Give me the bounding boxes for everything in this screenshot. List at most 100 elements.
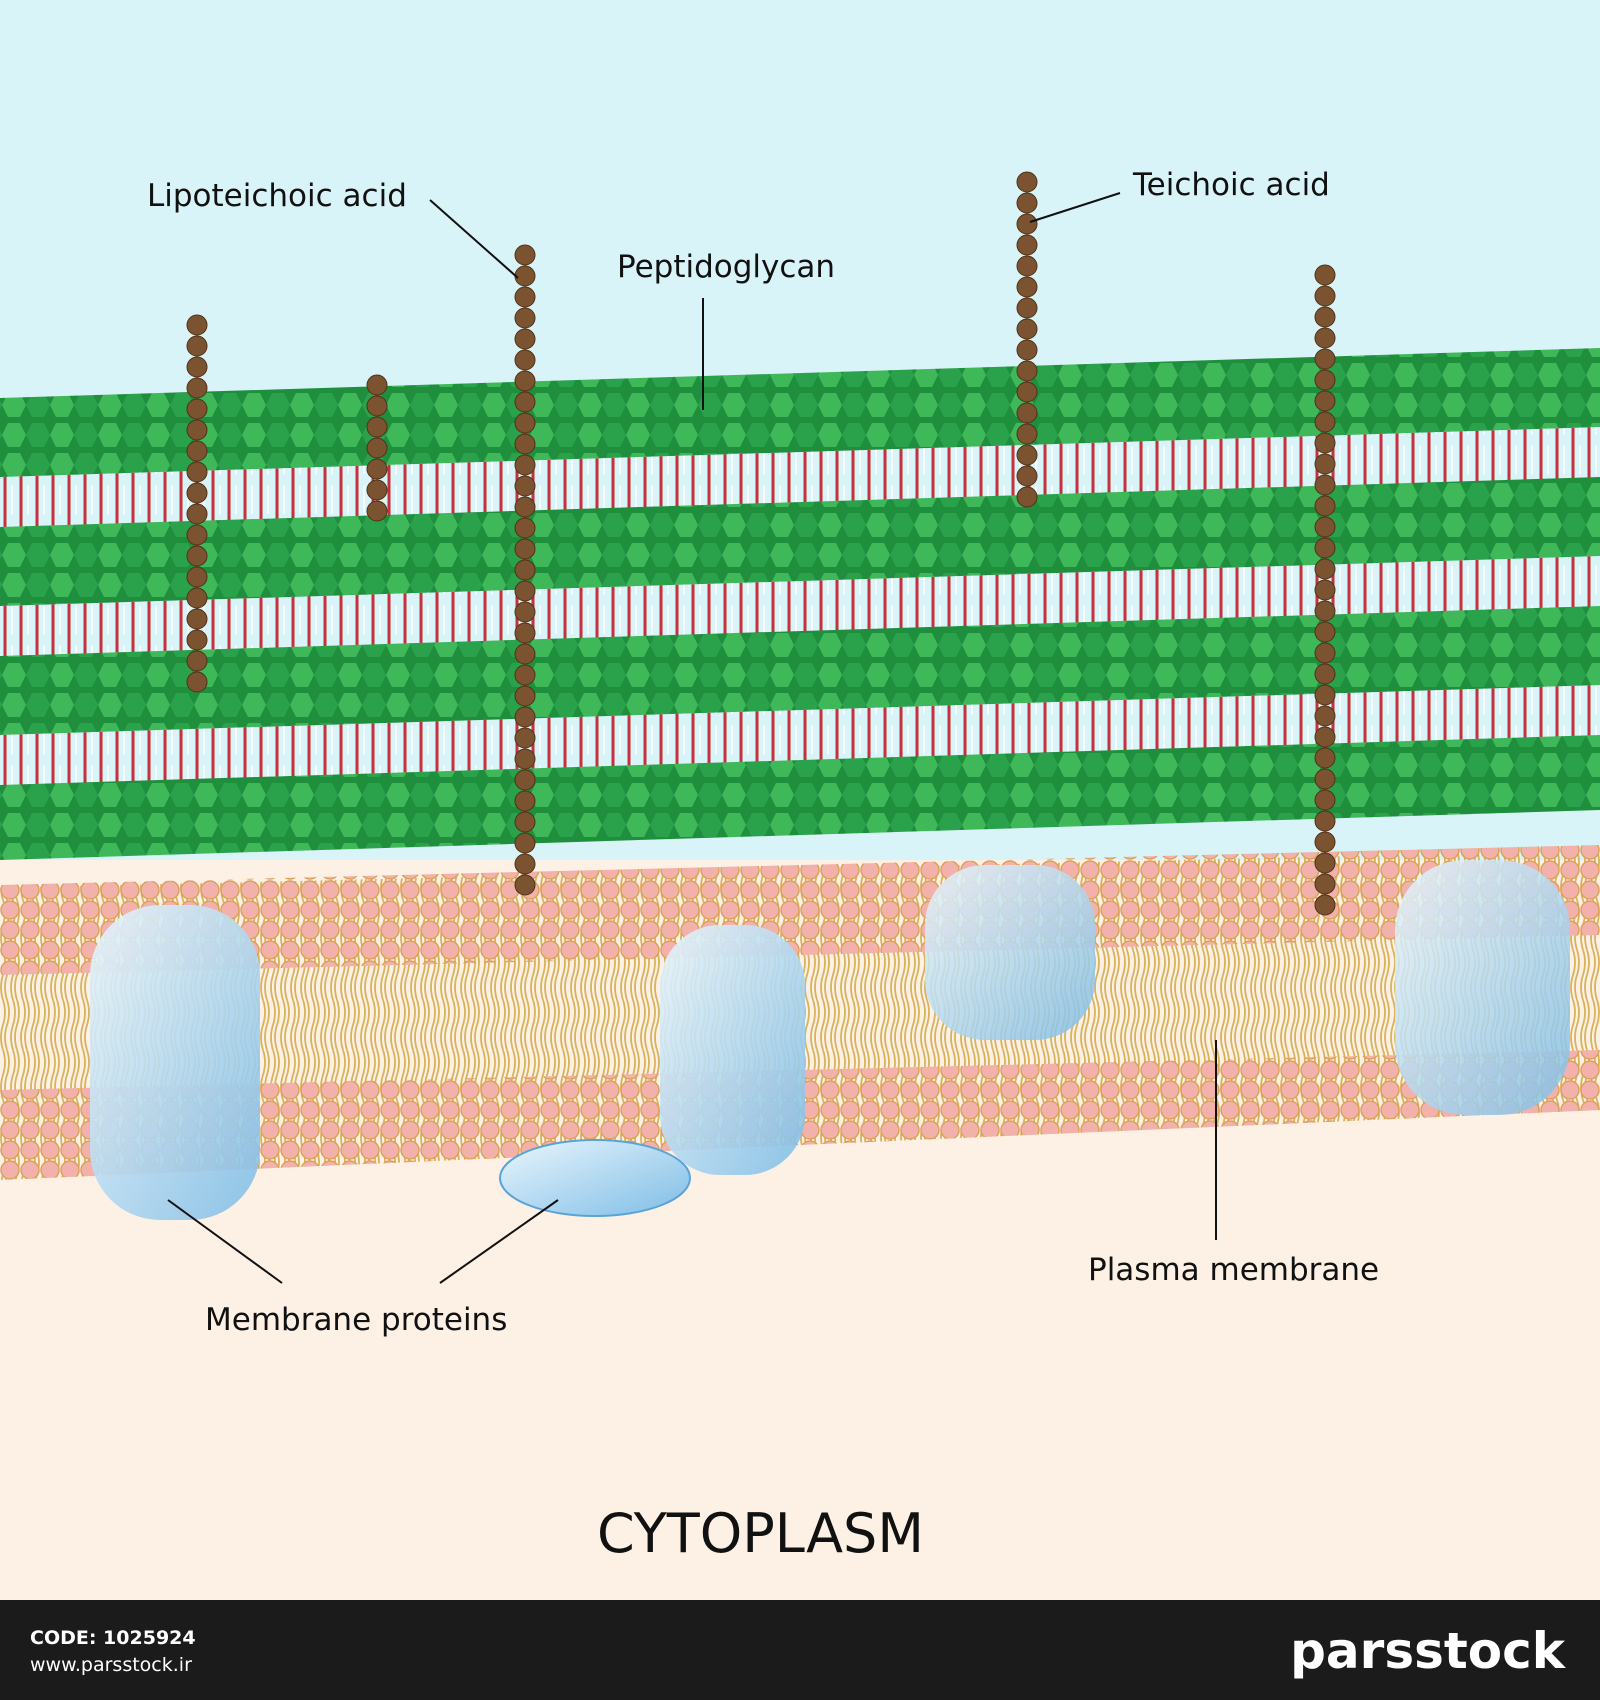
teichoic-bead — [1314, 516, 1336, 538]
leader-protein-left — [167, 1199, 283, 1284]
teichoic-bead — [186, 587, 208, 609]
glycan-strand — [0, 477, 1600, 606]
teichoic-bead — [366, 395, 388, 417]
teichoic-bead — [1314, 894, 1336, 916]
teichoic-bead — [366, 479, 388, 501]
teichoic-bead — [514, 727, 536, 749]
teichoic-bead — [1314, 621, 1336, 643]
teichoic-bead — [514, 286, 536, 308]
teichoic-bead — [514, 643, 536, 665]
teichoic-bead — [186, 377, 208, 399]
label-plasma-membrane: Plasma membrane — [1088, 1252, 1379, 1288]
teichoic-bead — [1314, 348, 1336, 370]
teichoic-bead — [186, 335, 208, 357]
teichoic-bead — [1016, 318, 1038, 340]
teichoic-bead — [514, 328, 536, 350]
teichoic-bead — [1314, 642, 1336, 664]
teichoic-bead — [514, 559, 536, 581]
teichoic-bead — [186, 629, 208, 651]
teichoic-bead — [514, 244, 536, 266]
glycan-strand — [0, 348, 1600, 477]
teichoic-bead — [1314, 264, 1336, 286]
teichoic-bead — [514, 412, 536, 434]
teichoic-bead — [1314, 306, 1336, 328]
teichoic-bead — [514, 853, 536, 875]
membrane-protein — [925, 865, 1095, 1040]
teichoic-bead — [514, 517, 536, 539]
teichoic-bead — [1314, 537, 1336, 559]
glycan-strand — [0, 606, 1600, 735]
teichoic-bead — [514, 664, 536, 686]
footer-code: CODE: 1025924 — [30, 1627, 196, 1649]
teichoic-bead — [1016, 486, 1038, 508]
leader-teichoic — [1029, 192, 1121, 223]
label-lipoteichoic-acid: Lipoteichoic acid — [147, 178, 407, 214]
label-cytoplasm: CYTOPLASM — [597, 1502, 924, 1565]
teichoic-bead — [1314, 369, 1336, 391]
teichoic-bead — [1314, 285, 1336, 307]
teichoic-bead — [1016, 402, 1038, 424]
teichoic-bead — [1314, 411, 1336, 433]
teichoic-bead — [1314, 768, 1336, 790]
teichoic-chains — [186, 171, 1336, 916]
teichoic-bead — [186, 482, 208, 504]
membrane-proteins-group — [90, 860, 1570, 1220]
teichoic-bead — [186, 671, 208, 693]
peptide-crosslinks — [0, 556, 1600, 666]
teichoic-bead — [366, 416, 388, 438]
teichoic-bead — [1314, 873, 1336, 895]
teichoic-bead — [1016, 213, 1038, 235]
teichoic-bead — [186, 503, 208, 525]
teichoic-bead — [514, 874, 536, 896]
teichoic-bead — [186, 545, 208, 567]
peptide-crosslinks — [0, 427, 1600, 537]
teichoic-bead — [514, 265, 536, 287]
teichoic-bead — [514, 706, 536, 728]
teichoic-bead — [1314, 558, 1336, 580]
teichoic-bead — [1314, 663, 1336, 685]
teichoic-bead — [366, 500, 388, 522]
teichoic-bead — [186, 314, 208, 336]
teichoic-bead — [1016, 339, 1038, 361]
teichoic-bead — [1016, 234, 1038, 256]
teichoic-bead — [514, 454, 536, 476]
footer-url: www.parsstock.ir — [30, 1654, 192, 1676]
label-peptidoglycan: Peptidoglycan — [617, 249, 835, 285]
leader-protein-right — [439, 1199, 559, 1284]
teichoic-bead — [186, 461, 208, 483]
peptide-crosslinks — [0, 685, 1600, 795]
glycan-strand — [0, 735, 1600, 860]
teichoic-bead — [1016, 423, 1038, 445]
teichoic-bead — [1314, 390, 1336, 412]
lipoteichoic-chain — [1314, 264, 1336, 916]
outer-lipid-heads — [0, 845, 1600, 975]
teichoic-bead — [514, 391, 536, 413]
teichoic-bead — [1016, 444, 1038, 466]
teichoic-bead — [366, 374, 388, 396]
teichoic-bead — [186, 398, 208, 420]
footer-bar — [0, 1600, 1600, 1700]
teichoic-bead — [186, 650, 208, 672]
membrane-protein — [499, 1139, 691, 1217]
parsstock-logo: parsstock — [1290, 1622, 1567, 1680]
teichoic-bead — [514, 538, 536, 560]
teichoic-bead — [514, 832, 536, 854]
teichoic-bead — [186, 356, 208, 378]
teichoic-bead — [514, 496, 536, 518]
teichoic-bead — [1314, 747, 1336, 769]
teichoic-bead — [366, 437, 388, 459]
peptidoglycan-layer — [0, 348, 1600, 860]
teichoic-bead — [186, 524, 208, 546]
teichoic-bead — [514, 433, 536, 455]
teichoic-bead — [1016, 276, 1038, 298]
teichoic-bead — [514, 475, 536, 497]
teichoic-bead — [514, 748, 536, 770]
teichoic-bead — [186, 419, 208, 441]
teichoic-bead — [1016, 192, 1038, 214]
teichoic-bead — [514, 622, 536, 644]
teichoic-bead — [1016, 171, 1038, 193]
teichoic-bead — [1314, 789, 1336, 811]
teichoic-bead — [366, 458, 388, 480]
leader-lipoteichoic — [429, 199, 519, 279]
